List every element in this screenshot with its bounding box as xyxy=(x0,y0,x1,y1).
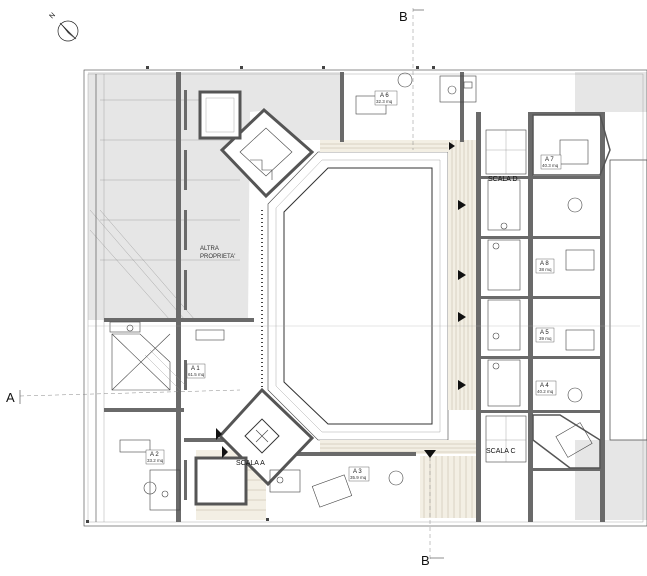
fixtures xyxy=(109,75,521,511)
unit-a8-label: A 8 xyxy=(540,261,549,267)
stair-tower-top xyxy=(198,90,315,199)
unit-a3-area: 35.9 mq xyxy=(350,475,367,480)
stair-label-a: SCALA A xyxy=(236,460,265,467)
other-property-label-1: ALTRA xyxy=(200,246,219,252)
unit-a4-area: 40.2 mq xyxy=(537,389,554,394)
other-property-label-2: PROPRIETA' xyxy=(200,254,235,260)
unit-tags: A 1 61.5 mq A 2 33.2 mq A 3 35.9 mq A 4 … xyxy=(145,90,562,482)
stair-tower-a xyxy=(194,387,315,506)
stair-right xyxy=(485,114,611,469)
neighbour-wall-right xyxy=(609,159,647,441)
unit-a8-area: 38 mq xyxy=(539,267,552,272)
unit-a7-area: 40.3 mq xyxy=(542,163,559,168)
section-b-bottom: B xyxy=(421,553,430,568)
entrance-arrows xyxy=(216,142,466,458)
north-label: N xyxy=(48,12,57,21)
unit-a3-label: A 3 xyxy=(353,469,362,475)
unit-a6-area: 32.3 mq xyxy=(376,99,393,104)
stair-label-c: SCALA C xyxy=(486,448,516,455)
unit-a1-label: A 1 xyxy=(191,366,200,372)
unit-a5-label: A 5 xyxy=(540,330,549,336)
walkway xyxy=(196,140,480,520)
section-a-left: A xyxy=(6,390,15,405)
section-b-top: B xyxy=(399,9,408,24)
unit-a7-label: A 7 xyxy=(545,157,554,163)
section-lines xyxy=(19,8,640,560)
unit-a1-area: 61.5 mq xyxy=(188,372,205,377)
neighbour-zone-top xyxy=(575,72,647,112)
neighbour-zone-bottom xyxy=(575,440,647,520)
unit-a6-label: A 6 xyxy=(380,93,389,99)
unit-a2-area: 33.2 mq xyxy=(147,458,164,463)
column-markers xyxy=(86,66,435,523)
unit-a2-label: A 2 xyxy=(150,452,159,458)
furniture xyxy=(119,72,595,508)
unit-a4-label: A 4 xyxy=(540,383,549,389)
unit-a5-area: 39 mq xyxy=(539,336,552,341)
courtyard xyxy=(261,151,449,441)
stair-left xyxy=(111,333,186,391)
building-outline xyxy=(83,69,647,527)
stair-label-d: SCALA D xyxy=(488,176,518,183)
walls xyxy=(104,72,605,522)
north-arrow-icon: N xyxy=(48,12,79,42)
